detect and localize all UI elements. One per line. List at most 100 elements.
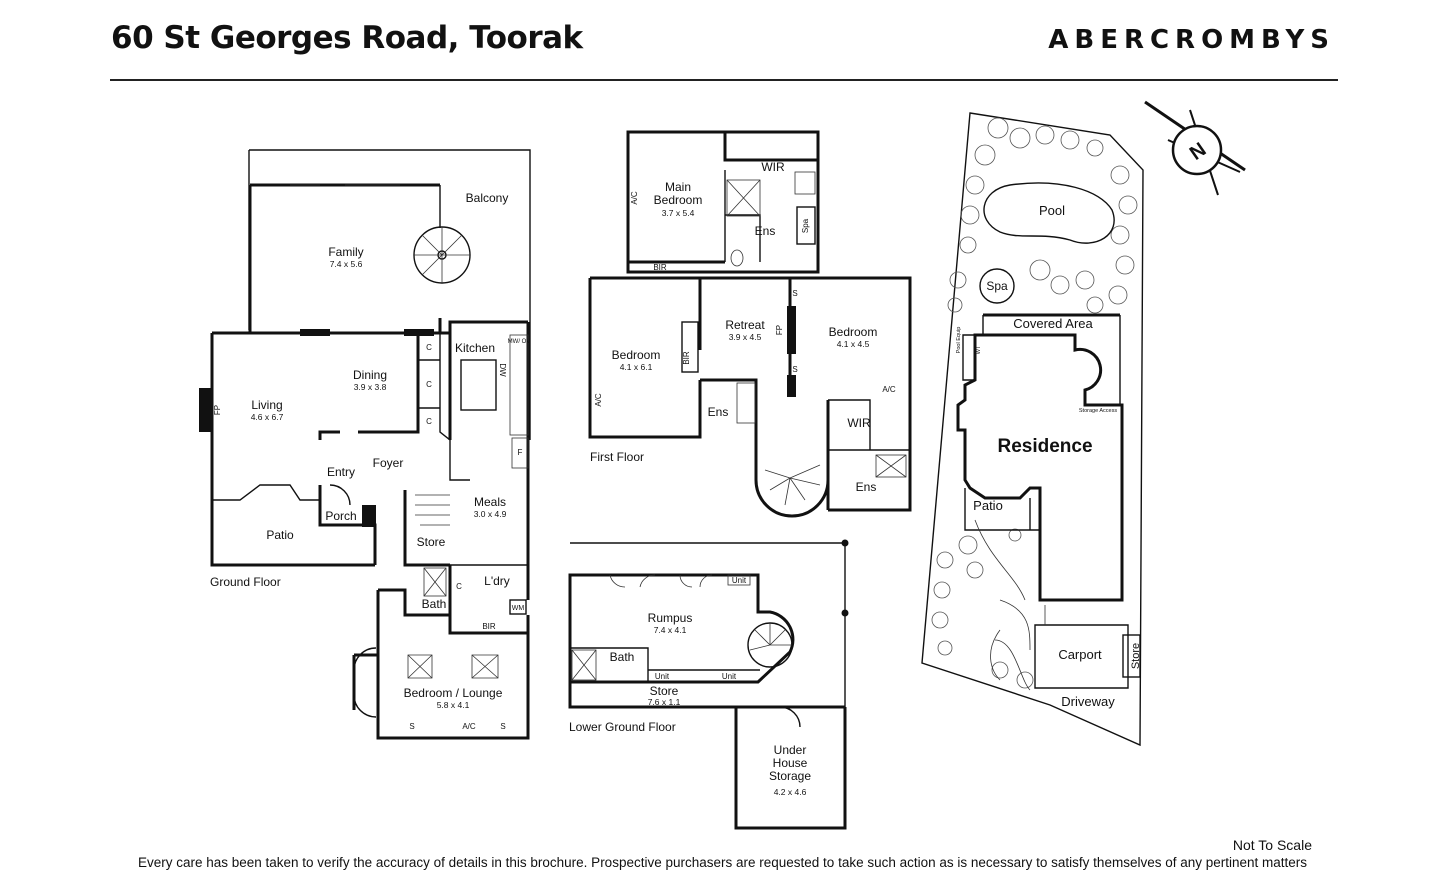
label-ens-east: Ens xyxy=(856,480,877,494)
fixture-c2: C xyxy=(426,380,432,389)
fixture-c4: C xyxy=(456,582,462,591)
site-boundary xyxy=(921,112,1144,747)
pool-outline xyxy=(983,182,1115,244)
fixture-ac-main: A/C xyxy=(630,191,639,205)
dim-bedroom-east: 4.1 x 4.5 xyxy=(837,339,870,349)
label-bedroom-lounge: Bedroom / Lounge xyxy=(404,686,503,700)
lower-ground-floor-label: Lower Ground Floor xyxy=(569,720,676,734)
dim-rumpus: 7.4 x 4.1 xyxy=(654,625,687,635)
fixture-s2: S xyxy=(500,722,505,731)
first-floor-label: First Floor xyxy=(590,450,644,464)
fireplace-retreat xyxy=(787,306,796,354)
label-main-bedroom-1: Main xyxy=(665,180,691,194)
dim-under-house: 4.2 x 4.6 xyxy=(774,787,807,797)
dim-bedroom-west: 4.1 x 6.1 xyxy=(620,362,653,372)
first-floor-plan: Main Bedroom 3.7 x 5.4 WIR Ens Spa BIR A… xyxy=(588,130,912,518)
label-bir-first: BIR xyxy=(653,263,667,272)
label-wir-east: WIR xyxy=(847,416,871,430)
label-bath-lower: Bath xyxy=(610,650,635,664)
label-residence: Residence xyxy=(997,436,1092,457)
label-storage-access: Storage Access xyxy=(1079,408,1117,414)
spiral-stair-lower xyxy=(747,622,793,668)
label-balcony: Balcony xyxy=(466,191,509,205)
label-bedroom-east: Bedroom xyxy=(829,325,878,339)
label-bedroom-west: Bedroom xyxy=(612,348,661,362)
garden-trees xyxy=(931,117,1138,689)
label-rumpus: Rumpus xyxy=(648,611,693,625)
label-unit-2: Unit xyxy=(655,672,670,681)
dim-bedroom-lounge: 5.8 x 4.1 xyxy=(437,700,470,710)
label-bath: Bath xyxy=(422,597,447,611)
dim-dining: 3.9 x 3.8 xyxy=(354,382,387,392)
label-entry: Entry xyxy=(327,465,355,479)
lower-ground-floor-plan: Rumpus 7.4 x 4.1 Bath Unit Unit Unit Sto… xyxy=(568,539,849,830)
carport-outline xyxy=(1034,624,1129,689)
ground-main-walls xyxy=(210,318,528,567)
label-meals: Meals xyxy=(474,495,506,509)
fixture-c3: C xyxy=(426,417,432,426)
label-bir: BIR xyxy=(482,622,496,631)
residence-outline xyxy=(956,333,1124,602)
fixture-fp: FP xyxy=(213,405,222,415)
main-bedroom-block xyxy=(626,130,820,274)
dim-store-lower: 7.6 x 1.1 xyxy=(648,697,681,707)
page-title: 60 St Georges Road, Toorak xyxy=(111,20,583,56)
label-store-site: Store xyxy=(1130,643,1142,669)
label-family: Family xyxy=(328,245,363,259)
label-wt: WT xyxy=(976,345,982,354)
label-laundry: L'dry xyxy=(484,574,510,588)
label-under-house-3: Storage xyxy=(769,769,811,783)
scale-note: Not To Scale xyxy=(1232,837,1312,853)
spiral-stair-ground xyxy=(413,226,471,284)
fixture-s-2: S xyxy=(792,365,797,374)
fixture-wm: WM xyxy=(512,605,525,612)
label-kitchen: Kitchen xyxy=(455,341,495,355)
fixture-s1: S xyxy=(409,722,414,731)
label-retreat: Retreat xyxy=(725,318,765,332)
dim-meals: 3.0 x 4.9 xyxy=(474,509,507,519)
site-plan: N Pool Spa Covered Area Pool Equip WT St… xyxy=(921,100,1246,747)
disclaimer: Every care has been taken to verify the … xyxy=(137,855,1308,870)
fixture-mw-ov: MW/ OV xyxy=(508,339,531,345)
fixture-ac: A/C xyxy=(462,722,476,731)
dim-retreat: 3.9 x 4.5 xyxy=(729,332,762,342)
label-pool-equip: Pool Equip xyxy=(956,327,962,354)
label-store: Store xyxy=(417,535,446,549)
label-covered-area: Covered Area xyxy=(1013,316,1093,331)
fixture-f: F xyxy=(518,448,523,457)
fixture-dw: DW xyxy=(498,363,507,377)
dim-living: 4.6 x 6.7 xyxy=(251,412,284,422)
label-porch: Porch xyxy=(325,509,356,523)
label-under-house-1: Under xyxy=(774,743,807,757)
label-under-house-2: House xyxy=(773,756,808,770)
fixture-c1: C xyxy=(426,343,432,352)
label-ens-main: Ens xyxy=(755,224,776,238)
label-carport: Carport xyxy=(1058,647,1102,662)
header-divider xyxy=(110,79,1338,81)
fixture-s-1: S xyxy=(792,289,797,298)
fireplace-living xyxy=(199,388,212,432)
compass: N xyxy=(1144,100,1246,196)
label-unit-1: Unit xyxy=(732,576,747,585)
label-wir-main: WIR xyxy=(761,160,785,174)
spa-outline xyxy=(979,268,1015,304)
label-patio-site: Patio xyxy=(973,498,1003,513)
ground-floor-plan: Balcony Family 7.4 x 5.6 Kitchen Dining … xyxy=(199,149,531,740)
dim-main-bedroom: 3.7 x 5.4 xyxy=(662,208,695,218)
label-dining: Dining xyxy=(353,368,387,382)
ground-floor-label: Ground Floor xyxy=(210,575,281,589)
label-main-bedroom-2: Bedroom xyxy=(654,193,703,207)
label-spa-site: Spa xyxy=(986,279,1008,293)
fixture-fp-retreat: FP xyxy=(775,325,784,335)
label-driveway: Driveway xyxy=(1061,694,1115,709)
fixture-ac-east: A/C xyxy=(882,385,896,394)
label-bir-west: BIR xyxy=(682,351,691,365)
brand-logo: ABERCROMBYS xyxy=(1048,25,1335,55)
kitchen-island xyxy=(460,359,497,411)
fixture-ac-west: A/C xyxy=(594,393,603,407)
spiral-stair-first xyxy=(754,437,830,518)
label-pool: Pool xyxy=(1039,203,1065,218)
label-patio: Patio xyxy=(266,528,294,542)
rumpus-walls xyxy=(568,573,795,684)
